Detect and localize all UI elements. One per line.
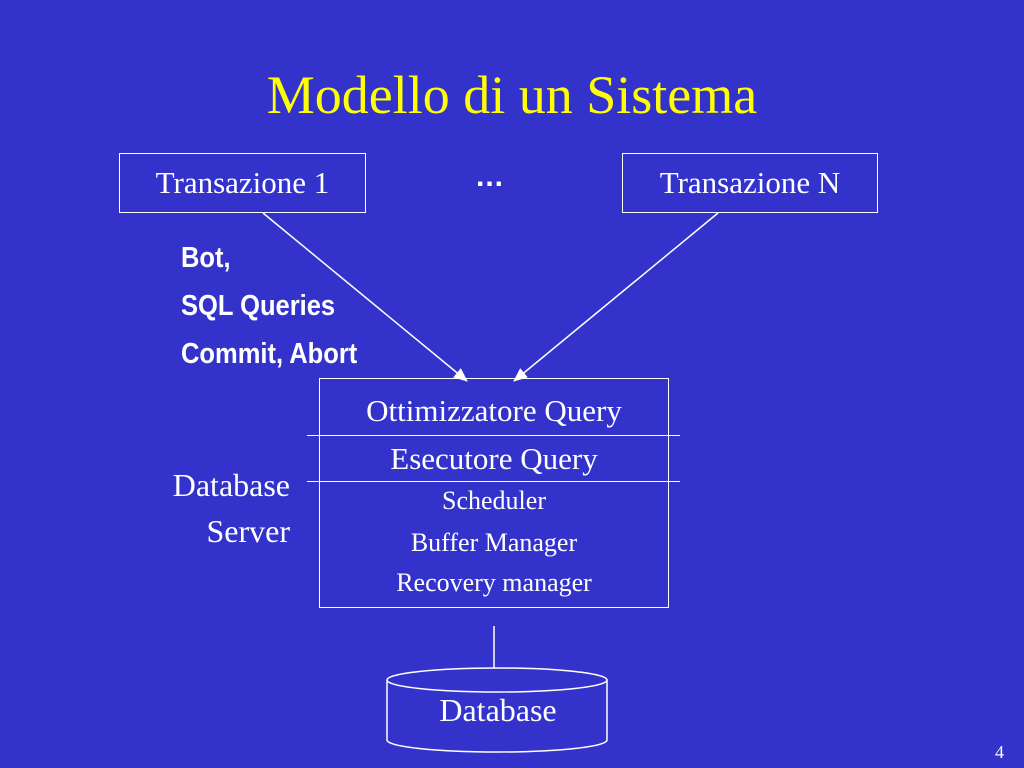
database-label: Database xyxy=(439,692,557,728)
layer-recovery-manager: Recovery manager xyxy=(396,568,592,597)
database-server-label: Database Server xyxy=(120,462,290,554)
layer-divider-1 xyxy=(307,435,680,436)
transaction-n-label: Transazione N xyxy=(659,165,841,200)
layer-scheduler: Scheduler xyxy=(442,486,546,515)
layer-query-executor: Esecutore Query xyxy=(390,441,598,476)
layer-divider-2 xyxy=(307,481,680,482)
transactions-ellipsis: ... xyxy=(475,160,504,193)
database-server-label-line-2: Server xyxy=(206,513,290,549)
transaction-n-box: Transazione N xyxy=(622,153,878,213)
slide-title: Modello di un Sistema xyxy=(266,65,758,125)
database-server-box: Ottimizzatore Query Esecutore Query Sche… xyxy=(319,378,669,608)
database-server-label-line-1: Database xyxy=(172,467,290,503)
arrow-transaction-n-to-server xyxy=(513,212,719,382)
transaction-1-box: Transazione 1 xyxy=(119,153,366,213)
operation-sql-queries: SQL Queries xyxy=(181,290,336,322)
layer-buffer-manager: Buffer Manager xyxy=(410,528,578,557)
operations-list: Bot, SQL Queries Commit, Abort xyxy=(181,234,357,378)
page-number: 4 xyxy=(995,742,1004,762)
operation-bot: Bot, xyxy=(181,242,231,274)
layer-query-optimizer: Ottimizzatore Query xyxy=(366,393,622,428)
operation-commit-abort: Commit, Abort xyxy=(181,338,358,370)
transaction-1-label: Transazione 1 xyxy=(155,165,330,200)
